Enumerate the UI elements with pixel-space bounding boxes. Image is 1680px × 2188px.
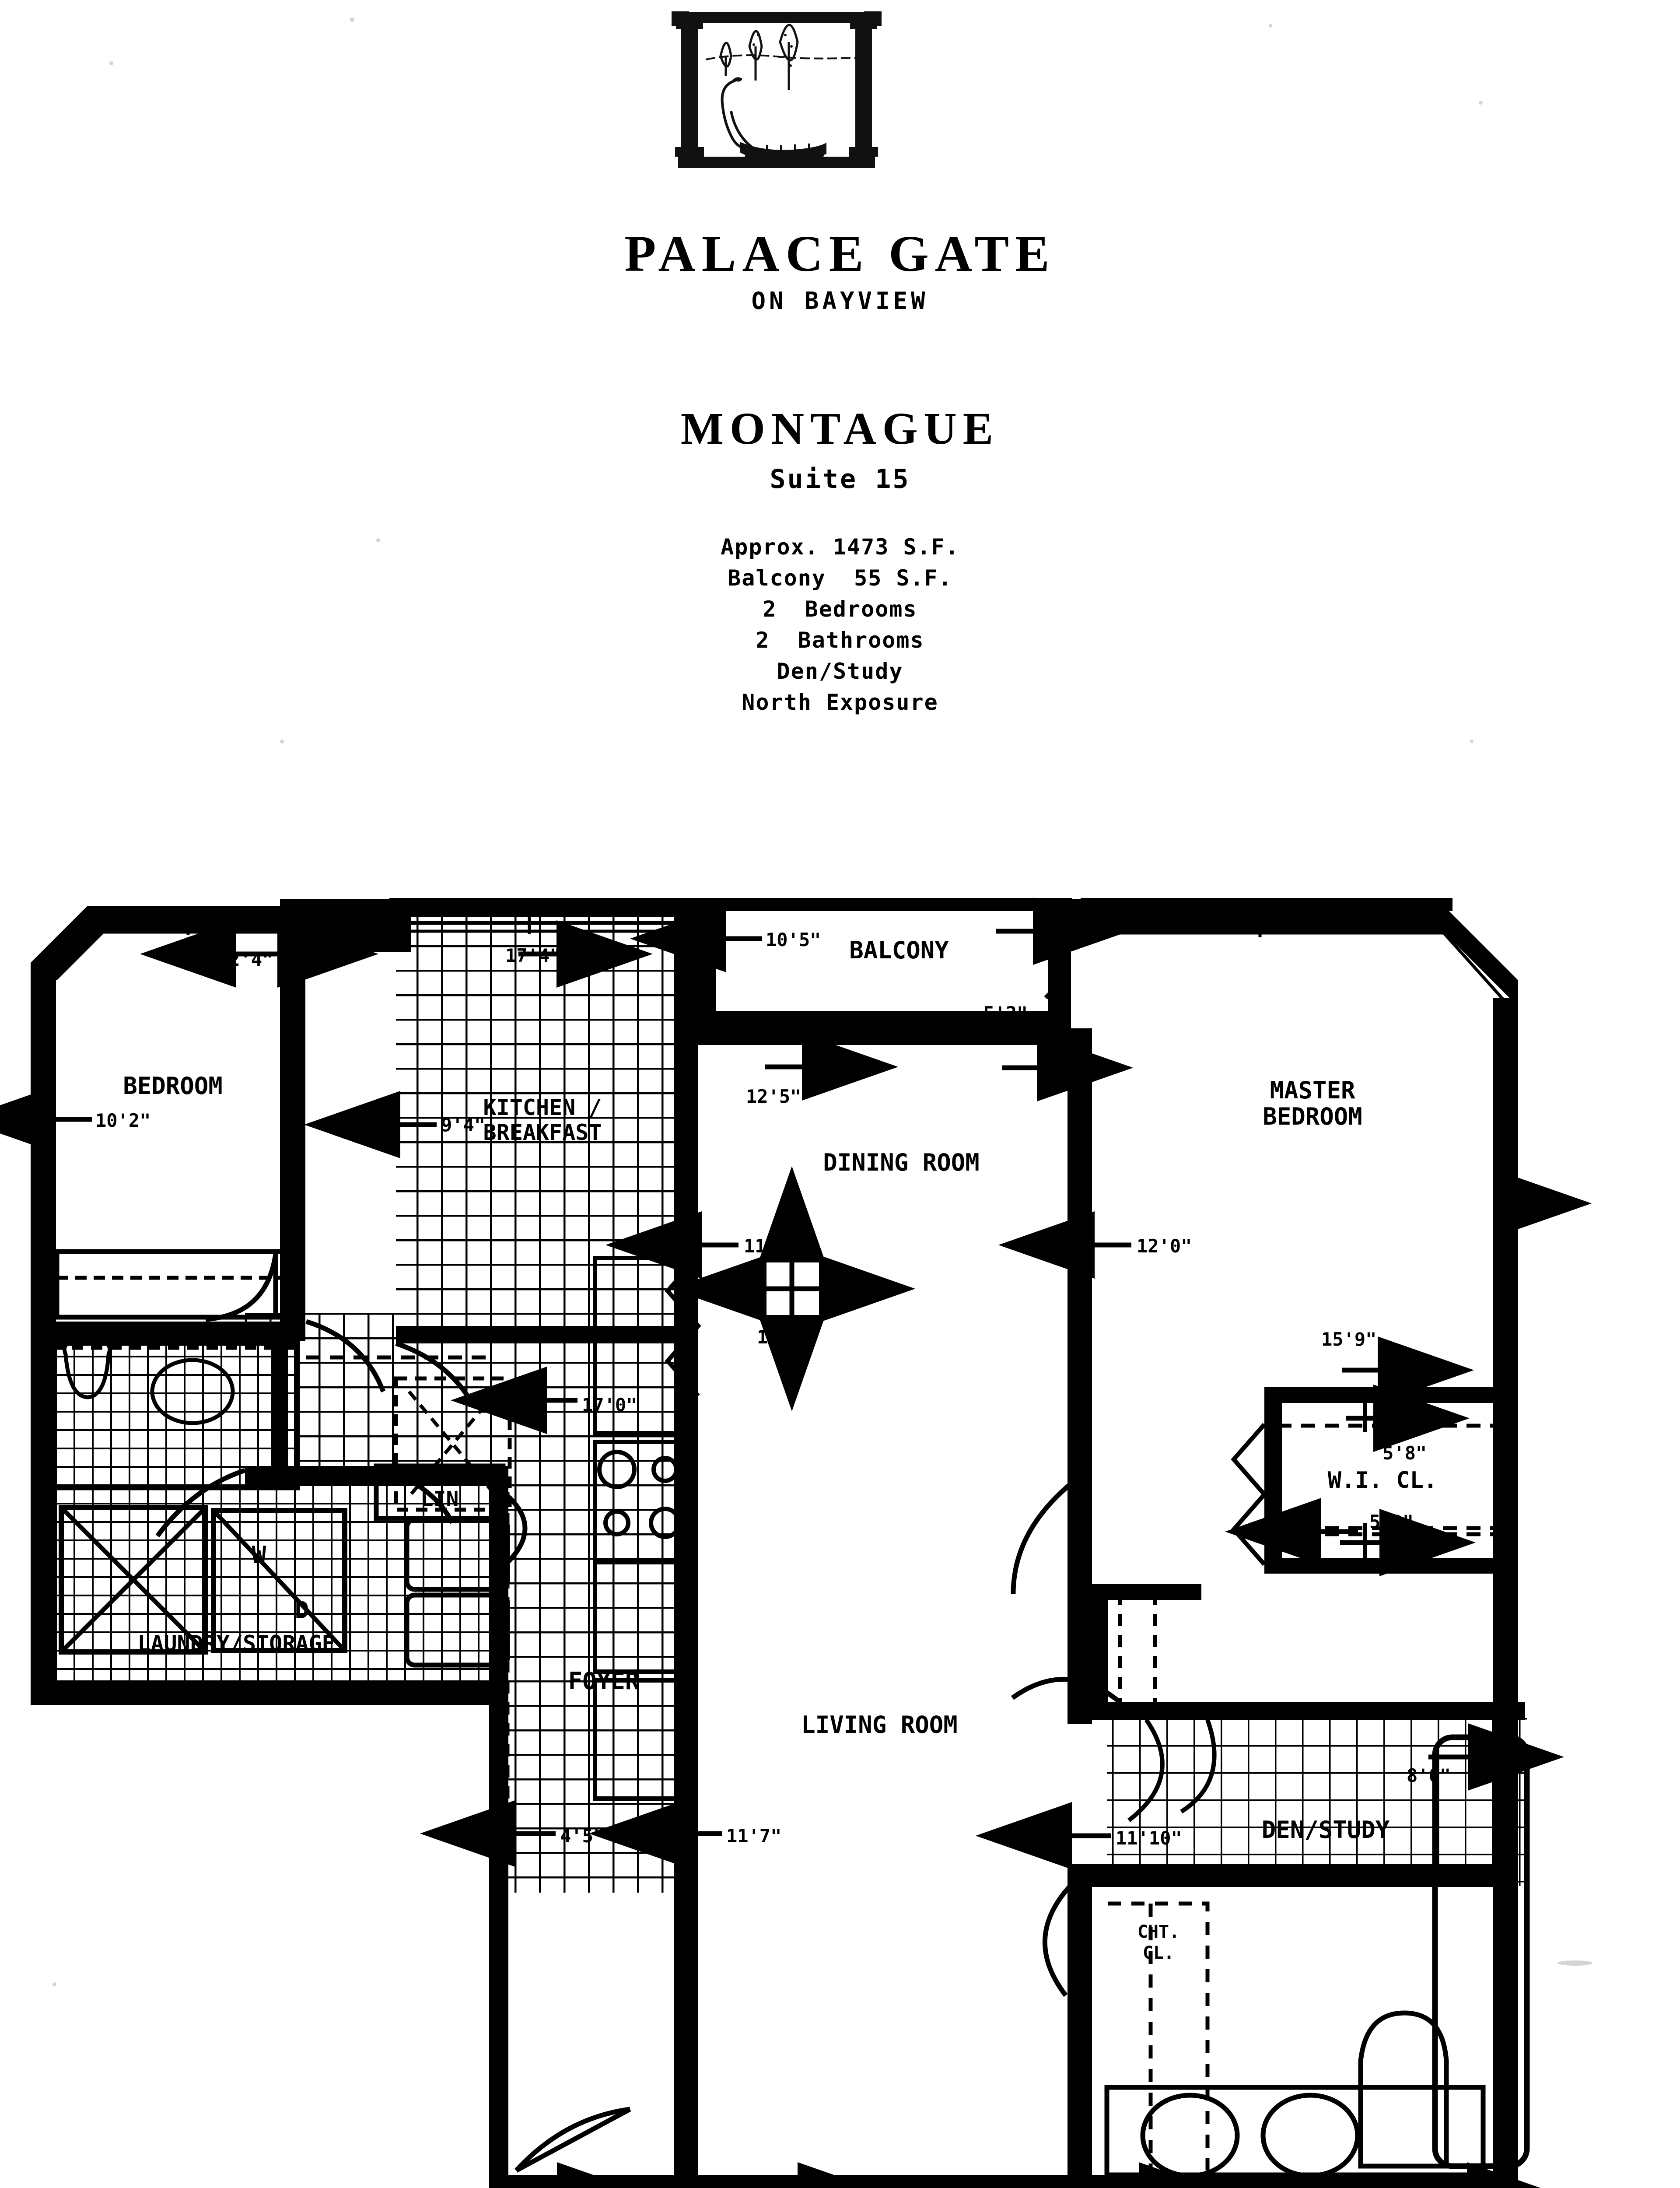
dim-kitchen-width: 9'4": [441, 1114, 485, 1136]
dim-bedroom-depth: 10'2": [95, 1110, 150, 1131]
room-label-den: DEN/STUDY: [1262, 1816, 1390, 1844]
spec-den: Den/Study: [777, 659, 903, 684]
dim-wic-width-lower: 5'9": [1369, 1511, 1414, 1532]
appliance-label-dryer: D: [295, 1596, 309, 1624]
scan-speck: [52, 1982, 56, 1986]
room-label-kitchen-line2: BREAKFAST: [483, 1120, 602, 1145]
suite-model-name: MONTAGUE: [680, 403, 1000, 454]
dim-bedroom-width: 12'4": [218, 949, 273, 970]
spec-bathrooms: 2 Bathrooms: [756, 628, 924, 653]
dim-balcony-width: 10'5": [766, 929, 821, 950]
scan-speck: [1470, 740, 1474, 743]
room-label-master-line2: BEDROOM: [1263, 1103, 1362, 1130]
dim-ensuite-width: 8'0": [1407, 1765, 1451, 1786]
appliance-label-washer: W: [252, 1541, 266, 1569]
dim-kitchen-length: 17'4": [505, 945, 560, 966]
room-label-kitchen-line1: KITCHEN /: [483, 1095, 602, 1120]
suite-number: Suite 15: [770, 464, 910, 494]
scan-speck: [376, 538, 380, 542]
room-label-master-line1: MASTER: [1270, 1076, 1355, 1104]
scan-speck: [1479, 101, 1483, 105]
spec-exposure: North Exposure: [742, 690, 938, 715]
dim-living-width: 11'7": [726, 1825, 781, 1847]
spec-bedrooms: 2 Bedrooms: [763, 596, 917, 622]
room-label-living: LIVING ROOM: [801, 1711, 958, 1739]
dim-balcony-depth: 5'3": [984, 1003, 1028, 1024]
scan-speck: [109, 61, 113, 65]
room-label-foyer: FOYER: [568, 1667, 640, 1695]
scan-smudge: [1558, 1960, 1592, 1966]
dim-balcony-length: 12'5": [746, 1086, 801, 1107]
floor-plan-drawing: BEDROOM KITCHEN / BREAKFAST BALCONY MAST…: [0, 823, 1680, 2188]
room-label-coat-line2: CL.: [1143, 1943, 1174, 1963]
brand-block: PALACE GATE ON BAYVIEW: [0, 225, 1680, 315]
spec-area: Approx. 1473 S.F.: [721, 534, 959, 560]
room-label-bedroom: BEDROOM: [123, 1072, 223, 1100]
dim-dining-width: 11'7": [744, 1235, 799, 1257]
spec-balcony: Balcony 55 S.F.: [728, 565, 952, 591]
scan-speck: [280, 740, 284, 743]
room-label-linen: LIN: [421, 1487, 459, 1511]
palace-gate-crest-icon: [654, 4, 899, 188]
room-label-coat-line1: CHT.: [1138, 1922, 1180, 1942]
dim-wic-width-upper: 5'8": [1382, 1442, 1427, 1464]
dim-wic-length: 15'9": [1321, 1329, 1376, 1350]
room-label-dining: DINING ROOM: [823, 1149, 980, 1176]
dim-den-width: 11'10": [1116, 1827, 1182, 1849]
room-label-laundry: LAUNDRY/STORAGE: [137, 1631, 335, 1656]
brand-title: PALACE GATE: [624, 225, 1056, 282]
scan-speck: [1269, 24, 1272, 28]
brand-subtitle: ON BAYVIEW: [751, 287, 929, 315]
suite-specs-list: Approx. 1473 S.F. Balcony 55 S.F. 2 Bedr…: [0, 532, 1680, 718]
room-label-balcony: BALCONY: [849, 936, 949, 964]
room-label-wic: W.I. CL.: [1328, 1467, 1437, 1494]
dim-living-length: 18'0": [757, 1326, 812, 1348]
dim-foyer-span: 17'0": [582, 1394, 637, 1416]
dim-master-width: 12'0": [1137, 1235, 1192, 1257]
scan-speck: [350, 18, 354, 22]
dim-foyer-width: 4'5": [560, 1825, 604, 1847]
